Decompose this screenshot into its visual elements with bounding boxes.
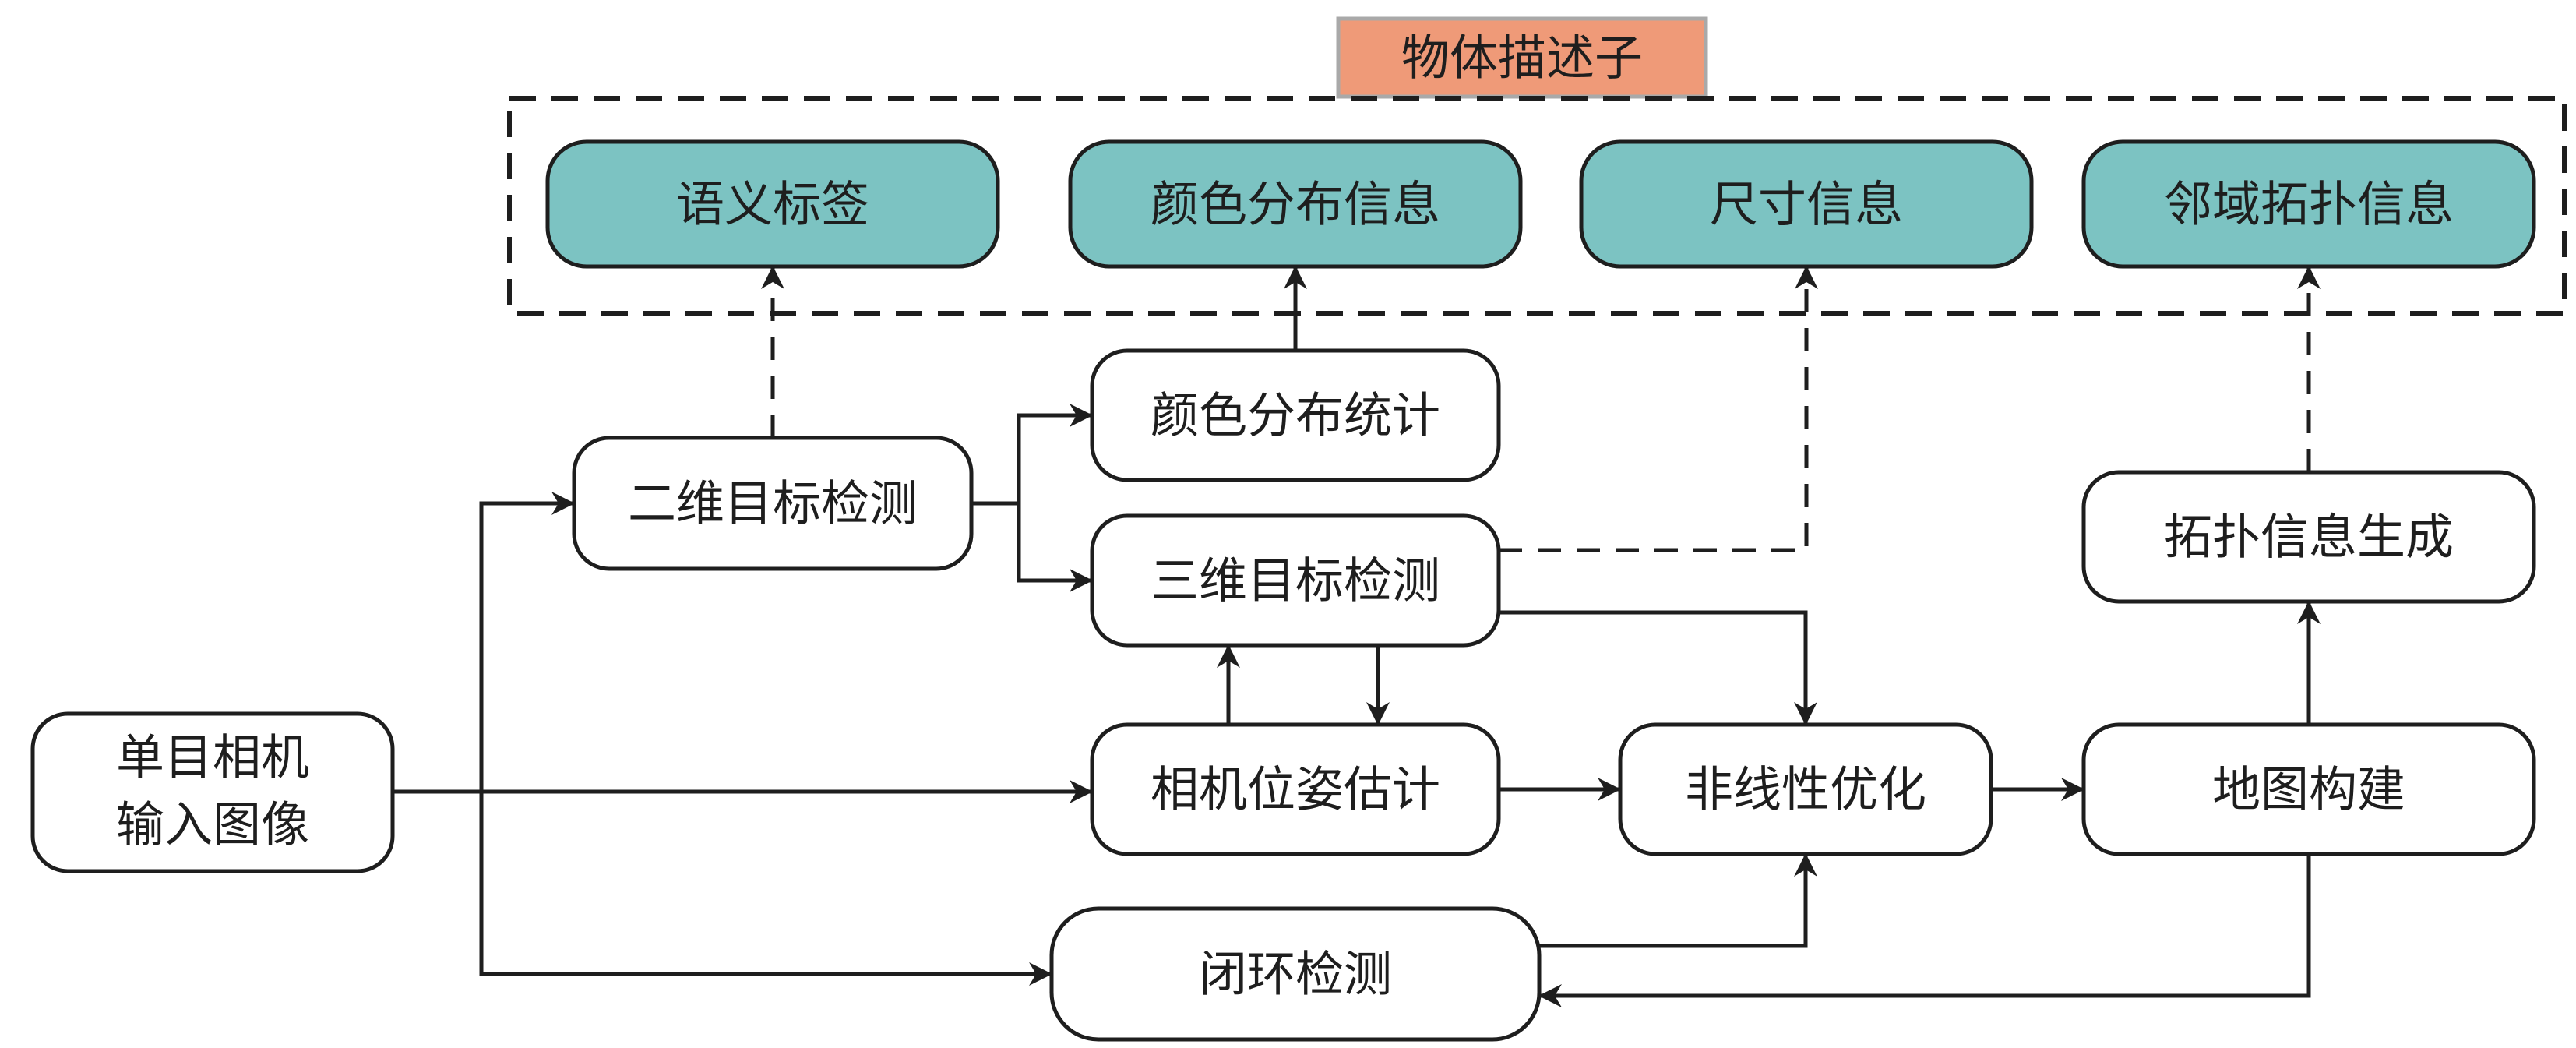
node-nonlinear-optimization: 非线性优化	[1618, 722, 1993, 856]
descriptor-semantic-label: 语义标签	[545, 139, 1000, 269]
edge-input-to-2d-detection	[479, 492, 575, 792]
node-loop-closure-text: 闭环检测	[1199, 946, 1392, 1003]
node-color-statistics-text: 颜色分布统计	[1151, 387, 1440, 444]
edge-3d-to-size-info	[1499, 266, 1818, 552]
node-nonlinear-optimization-text: 非线性优化	[1685, 761, 1926, 818]
node-3d-detection: 三维目标检测	[1090, 513, 1501, 648]
descriptor-semantic-label-text: 语义标签	[676, 176, 869, 233]
node-monocular-input: 单目相机 输入图像	[30, 711, 395, 873]
edge-2d-to-3d-detection	[1017, 503, 1093, 592]
edge-3d-detection-to-optimization	[1499, 610, 1817, 725]
node-map-building-text: 地图构建	[2212, 761, 2405, 818]
node-monocular-input-line2: 输入图像	[116, 796, 309, 853]
node-map-building: 地图构建	[2081, 722, 2536, 856]
node-topology-generation-text: 拓扑信息生成	[2164, 509, 2454, 566]
descriptor-color-distribution-text: 颜色分布信息	[1151, 176, 1440, 233]
node-camera-pose-text: 相机位姿估计	[1151, 761, 1440, 818]
descriptor-group-box	[507, 96, 2567, 316]
edge-loop-closure-to-optimization	[1539, 853, 1817, 948]
node-camera-pose: 相机位姿估计	[1090, 722, 1501, 856]
edge-map-building-to-loop-closure	[1538, 854, 2311, 1007]
descriptor-title: 物体描述子	[1336, 16, 1708, 99]
descriptor-neighborhood-topology-text: 邻域拓扑信息	[2164, 176, 2454, 233]
node-3d-detection-text: 三维目标检测	[1151, 552, 1440, 609]
node-color-statistics: 颜色分布统计	[1090, 348, 1501, 482]
descriptor-title-text: 物体描述子	[1401, 30, 1643, 86]
descriptor-size: 尺寸信息	[1579, 139, 2034, 269]
descriptor-color-distribution: 颜色分布信息	[1068, 139, 1523, 269]
node-2d-detection-text: 二维目标检测	[628, 475, 918, 532]
edge-input-to-loop-closure	[479, 792, 1052, 986]
node-topology-generation: 拓扑信息生成	[2081, 470, 2536, 604]
node-loop-closure: 闭环检测	[1049, 906, 1542, 1042]
edge-2d-to-color-statistics	[971, 404, 1093, 506]
descriptor-neighborhood-topology: 邻域拓扑信息	[2081, 139, 2536, 269]
node-monocular-input-line1: 单目相机	[116, 729, 309, 786]
node-2d-detection: 二维目标检测	[572, 436, 974, 571]
descriptor-size-text: 尺寸信息	[1710, 176, 1903, 233]
